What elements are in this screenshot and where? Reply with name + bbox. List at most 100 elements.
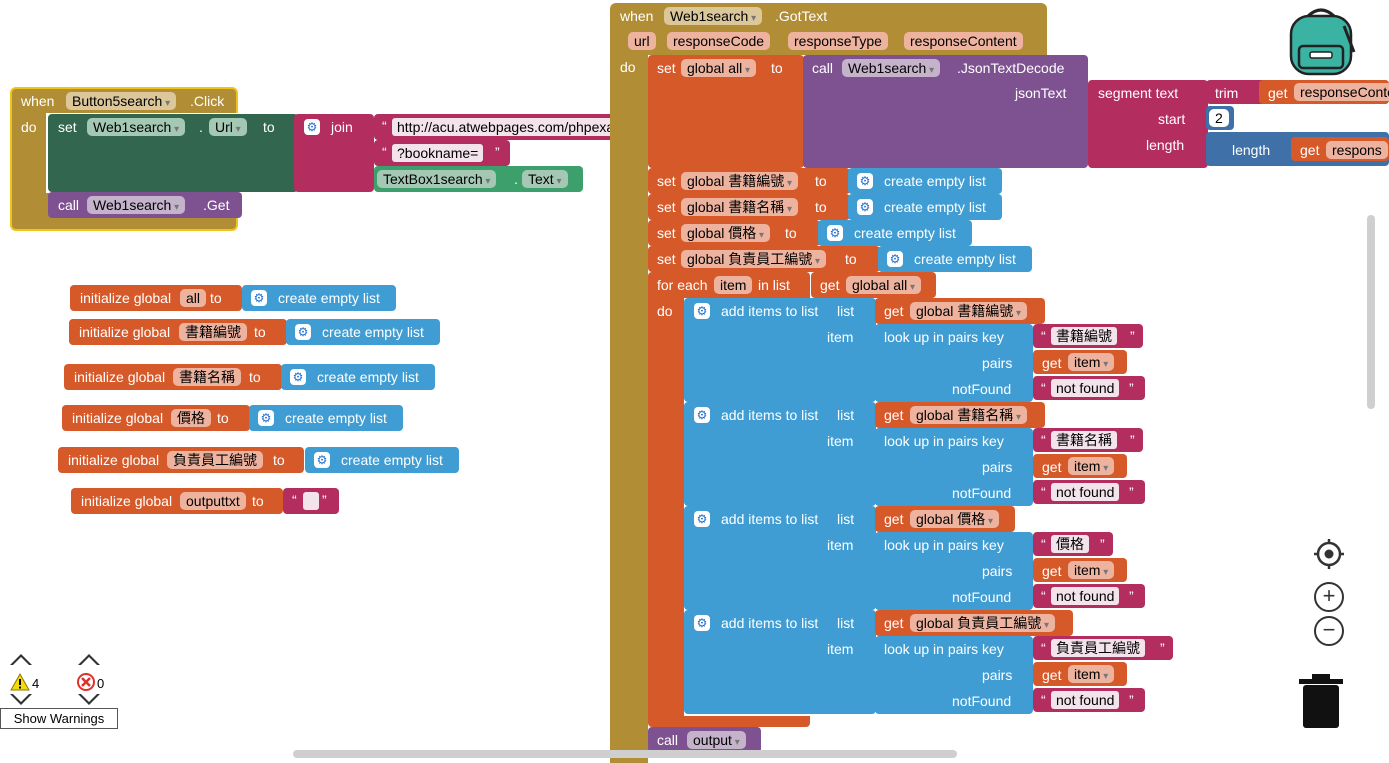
key-text-field[interactable]: 書籍名稱 xyxy=(1051,431,1117,449)
lookup-pairs-block[interactable] xyxy=(875,532,1033,610)
create-empty-list-block[interactable] xyxy=(281,364,435,390)
gear-icon[interactable]: ⚙ xyxy=(314,452,330,468)
textbox-property-dropdown[interactable]: Text xyxy=(522,170,568,188)
close-quote: ” xyxy=(1130,432,1135,448)
show-warnings-button[interactable]: Show Warnings xyxy=(0,708,118,729)
get-var-dropdown[interactable]: item xyxy=(1068,665,1115,683)
init-label: initialize global xyxy=(79,324,171,340)
set-var-dropdown[interactable]: global 價格 xyxy=(681,224,771,242)
gear-icon[interactable]: ⚙ xyxy=(290,369,306,385)
for-each-item-var[interactable]: item xyxy=(714,276,753,294)
add-items-block[interactable] xyxy=(684,402,876,506)
notfound-label: notFound xyxy=(952,693,1012,709)
create-empty-list-block[interactable] xyxy=(818,220,972,246)
key-text-field[interactable]: 價格 xyxy=(1051,535,1089,553)
gear-icon[interactable]: ⚙ xyxy=(694,511,710,527)
to-label: to xyxy=(263,119,275,135)
set-var-dropdown[interactable]: global all xyxy=(681,59,757,77)
global-name-field[interactable]: 價格 xyxy=(171,409,211,427)
lookup-pairs-block[interactable] xyxy=(875,428,1033,506)
param-url[interactable]: url xyxy=(628,32,656,50)
notfound-text-field[interactable]: not found xyxy=(1051,691,1120,709)
add-items-block[interactable] xyxy=(684,610,876,714)
add-items-block[interactable] xyxy=(684,506,876,610)
set-component-dropdown[interactable]: Web1search xyxy=(87,118,186,136)
get-var-dropdown[interactable]: global 書籍編號 xyxy=(910,302,1028,320)
global-name-field[interactable]: outputtxt xyxy=(180,492,246,510)
gear-icon[interactable]: ⚙ xyxy=(857,173,873,189)
segment-block[interactable] xyxy=(1088,80,1208,168)
call-output-dropdown[interactable]: output xyxy=(687,731,746,749)
global-name-field[interactable]: all xyxy=(180,289,207,307)
zoom-in-icon[interactable]: + xyxy=(1314,582,1344,612)
global-name-field[interactable]: 書籍名稱 xyxy=(173,368,241,386)
get-var-dropdown[interactable]: global all xyxy=(846,276,922,294)
create-empty-list-block[interactable] xyxy=(242,285,396,311)
notfound-text-field[interactable]: not found xyxy=(1051,483,1120,501)
warning-prev-arrow-inner xyxy=(13,657,29,665)
create-empty-list-block[interactable] xyxy=(286,319,440,345)
item-label: item xyxy=(827,641,854,657)
gear-icon[interactable]: ⚙ xyxy=(857,199,873,215)
lookup-pairs-block[interactable] xyxy=(875,636,1033,714)
target-icon[interactable] xyxy=(1313,538,1345,570)
to-label: to xyxy=(815,173,827,189)
empty-text-field[interactable] xyxy=(303,492,319,510)
create-empty-list-block[interactable] xyxy=(848,168,1002,194)
init-global-書籍編號[interactable] xyxy=(69,319,287,345)
get-var-dropdown[interactable]: global 價格 xyxy=(910,510,1000,528)
init-global-all[interactable] xyxy=(70,285,242,311)
gear-icon[interactable]: ⚙ xyxy=(694,407,710,423)
init-global-價格[interactable] xyxy=(62,405,250,431)
get-var-field[interactable]: respons xyxy=(1326,141,1388,159)
global-name-field[interactable]: 書籍編號 xyxy=(179,323,247,341)
get-var-dropdown[interactable]: item xyxy=(1068,561,1115,579)
call-component-dropdown[interactable]: Web1search xyxy=(842,59,941,77)
get-var-dropdown[interactable]: item xyxy=(1068,353,1115,371)
call-component-dropdown[interactable]: Web1search xyxy=(87,196,186,214)
event-component-dropdown[interactable]: Web1search xyxy=(664,7,763,25)
start-number-field[interactable]: 2 xyxy=(1209,109,1229,127)
create-empty-list-block[interactable] xyxy=(848,194,1002,220)
textbox-component-dropdown[interactable]: TextBox1search xyxy=(377,170,497,188)
set-property-dropdown[interactable]: Url xyxy=(209,118,247,136)
vertical-scrollbar[interactable] xyxy=(1367,215,1375,409)
horizontal-scrollbar[interactable] xyxy=(293,750,957,758)
create-empty-list-block[interactable] xyxy=(878,246,1032,272)
zoom-out-icon[interactable]: − xyxy=(1314,616,1344,646)
param-responsecode[interactable]: responseCode xyxy=(667,32,771,50)
bookname-text-field[interactable]: ?bookname= xyxy=(392,144,484,162)
lookup-pairs-block[interactable] xyxy=(875,324,1033,402)
set-var-dropdown[interactable]: global 書籍編號 xyxy=(681,172,799,190)
get-label: get xyxy=(1300,142,1320,158)
trash-icon[interactable] xyxy=(1298,673,1344,729)
gear-icon[interactable]: ⚙ xyxy=(258,410,274,426)
get-var-dropdown[interactable]: global 書籍名稱 xyxy=(910,406,1028,424)
create-empty-list-block[interactable] xyxy=(249,405,403,431)
notfound-text-field[interactable]: not found xyxy=(1051,379,1120,397)
create-empty-list-block[interactable] xyxy=(305,447,459,473)
event-component-dropdown[interactable]: Button5search xyxy=(66,92,177,110)
param-responsetype[interactable]: responseType xyxy=(788,32,888,50)
gear-icon[interactable]: ⚙ xyxy=(694,303,710,319)
gear-icon[interactable]: ⚙ xyxy=(887,251,903,267)
gear-icon[interactable]: ⚙ xyxy=(295,324,311,340)
set-var-dropdown[interactable]: global 書籍名稱 xyxy=(681,198,799,216)
set-var-dropdown[interactable]: global 負責員工編號 xyxy=(681,250,827,268)
key-text-field[interactable]: 負責員工編號 xyxy=(1051,639,1145,657)
gear-icon[interactable]: ⚙ xyxy=(251,290,267,306)
get-var-dropdown[interactable]: item xyxy=(1068,457,1115,475)
backpack-icon[interactable] xyxy=(1286,6,1356,76)
get-var-dropdown[interactable]: global 負責員工編號 xyxy=(910,614,1056,632)
gear-icon[interactable]: ⚙ xyxy=(827,225,843,241)
gear-icon[interactable]: ⚙ xyxy=(694,615,710,631)
notfound-text-field[interactable]: not found xyxy=(1051,587,1120,605)
get-var-field[interactable]: responseContent xyxy=(1294,83,1389,101)
to-label: to xyxy=(217,410,229,426)
init-global-outputtxt[interactable] xyxy=(71,488,283,514)
gear-icon[interactable]: ⚙ xyxy=(304,119,320,135)
key-text-field[interactable]: 書籍編號 xyxy=(1051,327,1117,345)
global-name-field[interactable]: 負責員工編號 xyxy=(167,451,263,469)
add-items-block[interactable] xyxy=(684,298,876,402)
param-responsecontent[interactable]: responseContent xyxy=(904,32,1023,50)
